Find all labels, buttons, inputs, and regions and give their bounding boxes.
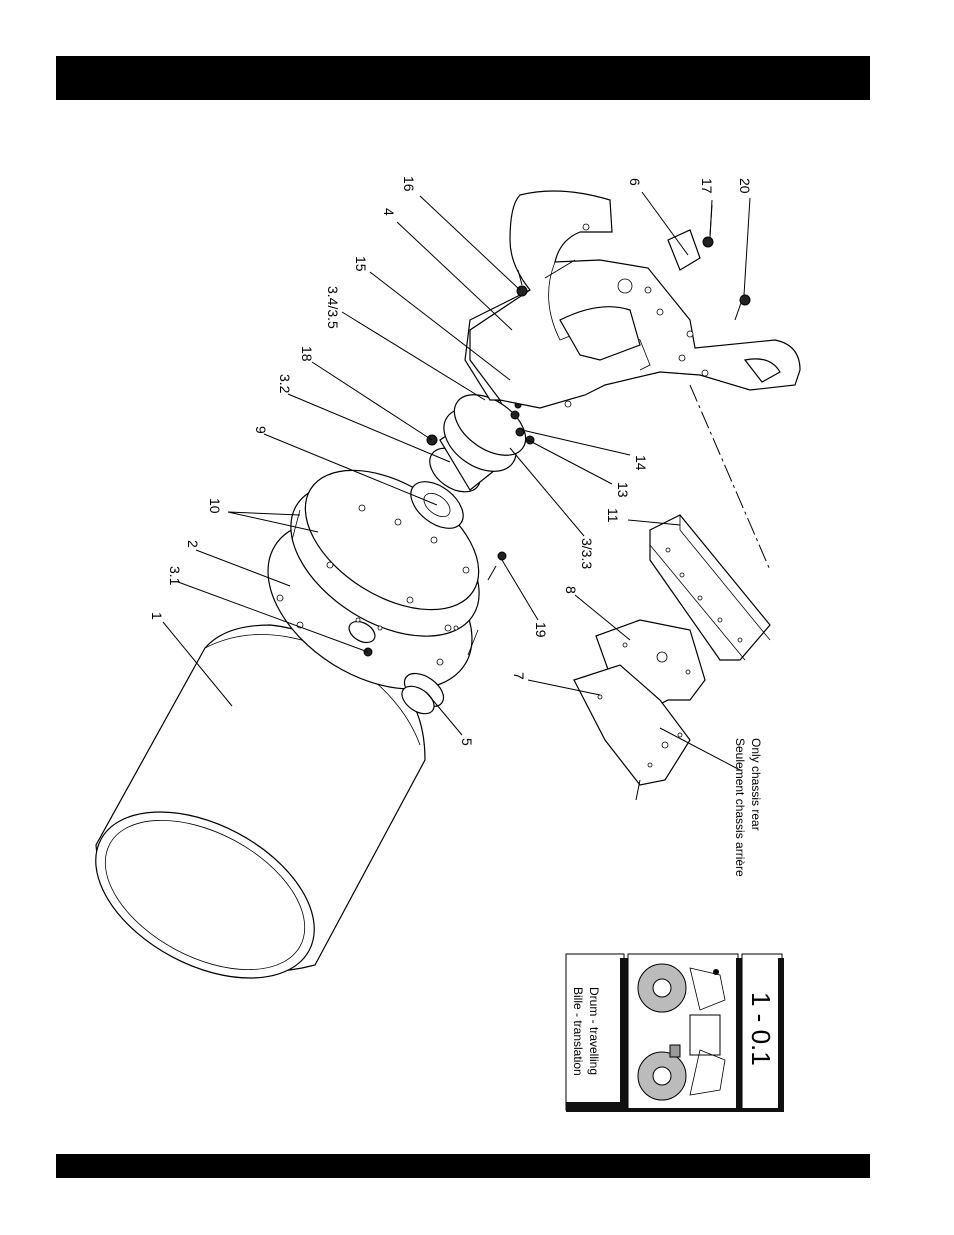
caption-line-1: Drum - travelling [587, 987, 601, 1075]
caption-line-2: Bille - translation [571, 987, 585, 1076]
callout-5: 5 [459, 738, 475, 746]
note-line-2: Seulement chassis arrière [733, 738, 747, 877]
note-line-1: Only chassis rear [749, 738, 763, 831]
callout-14: 14 [633, 455, 649, 471]
callout-2: 2 [185, 540, 201, 548]
callout-3-4: 3.4/3.5 [325, 286, 341, 329]
callout-20: 20 [737, 178, 753, 194]
callout-18: 18 [299, 346, 315, 362]
callout-13: 13 [615, 482, 631, 498]
callout-19: 19 [533, 622, 549, 638]
callout-1: 1 [149, 612, 165, 620]
callout-6: 6 [627, 178, 643, 186]
callout-3-3: 3/3.3 [579, 538, 595, 569]
callout-17: 17 [699, 178, 715, 194]
page-number: 1 - 0.1 [746, 992, 776, 1066]
callout-7: 7 [511, 672, 527, 680]
callout-9: 9 [253, 426, 269, 434]
callout-8: 8 [563, 586, 579, 594]
callout-16: 16 [401, 176, 417, 192]
chassis-note: Only chassis rear Seulement chassis arri… [733, 738, 763, 877]
callout-11: 11 [605, 508, 621, 523]
title-block: Drum - travelling Bille - translation 1 … [566, 954, 784, 1112]
callout-3-1: 3.1 [167, 566, 183, 586]
chassis-frame [470, 191, 800, 408]
callout-3-2: 3.2 [277, 374, 293, 394]
callout-10: 10 [207, 498, 223, 514]
callout-4: 4 [381, 208, 397, 216]
callout-15: 15 [353, 256, 369, 272]
